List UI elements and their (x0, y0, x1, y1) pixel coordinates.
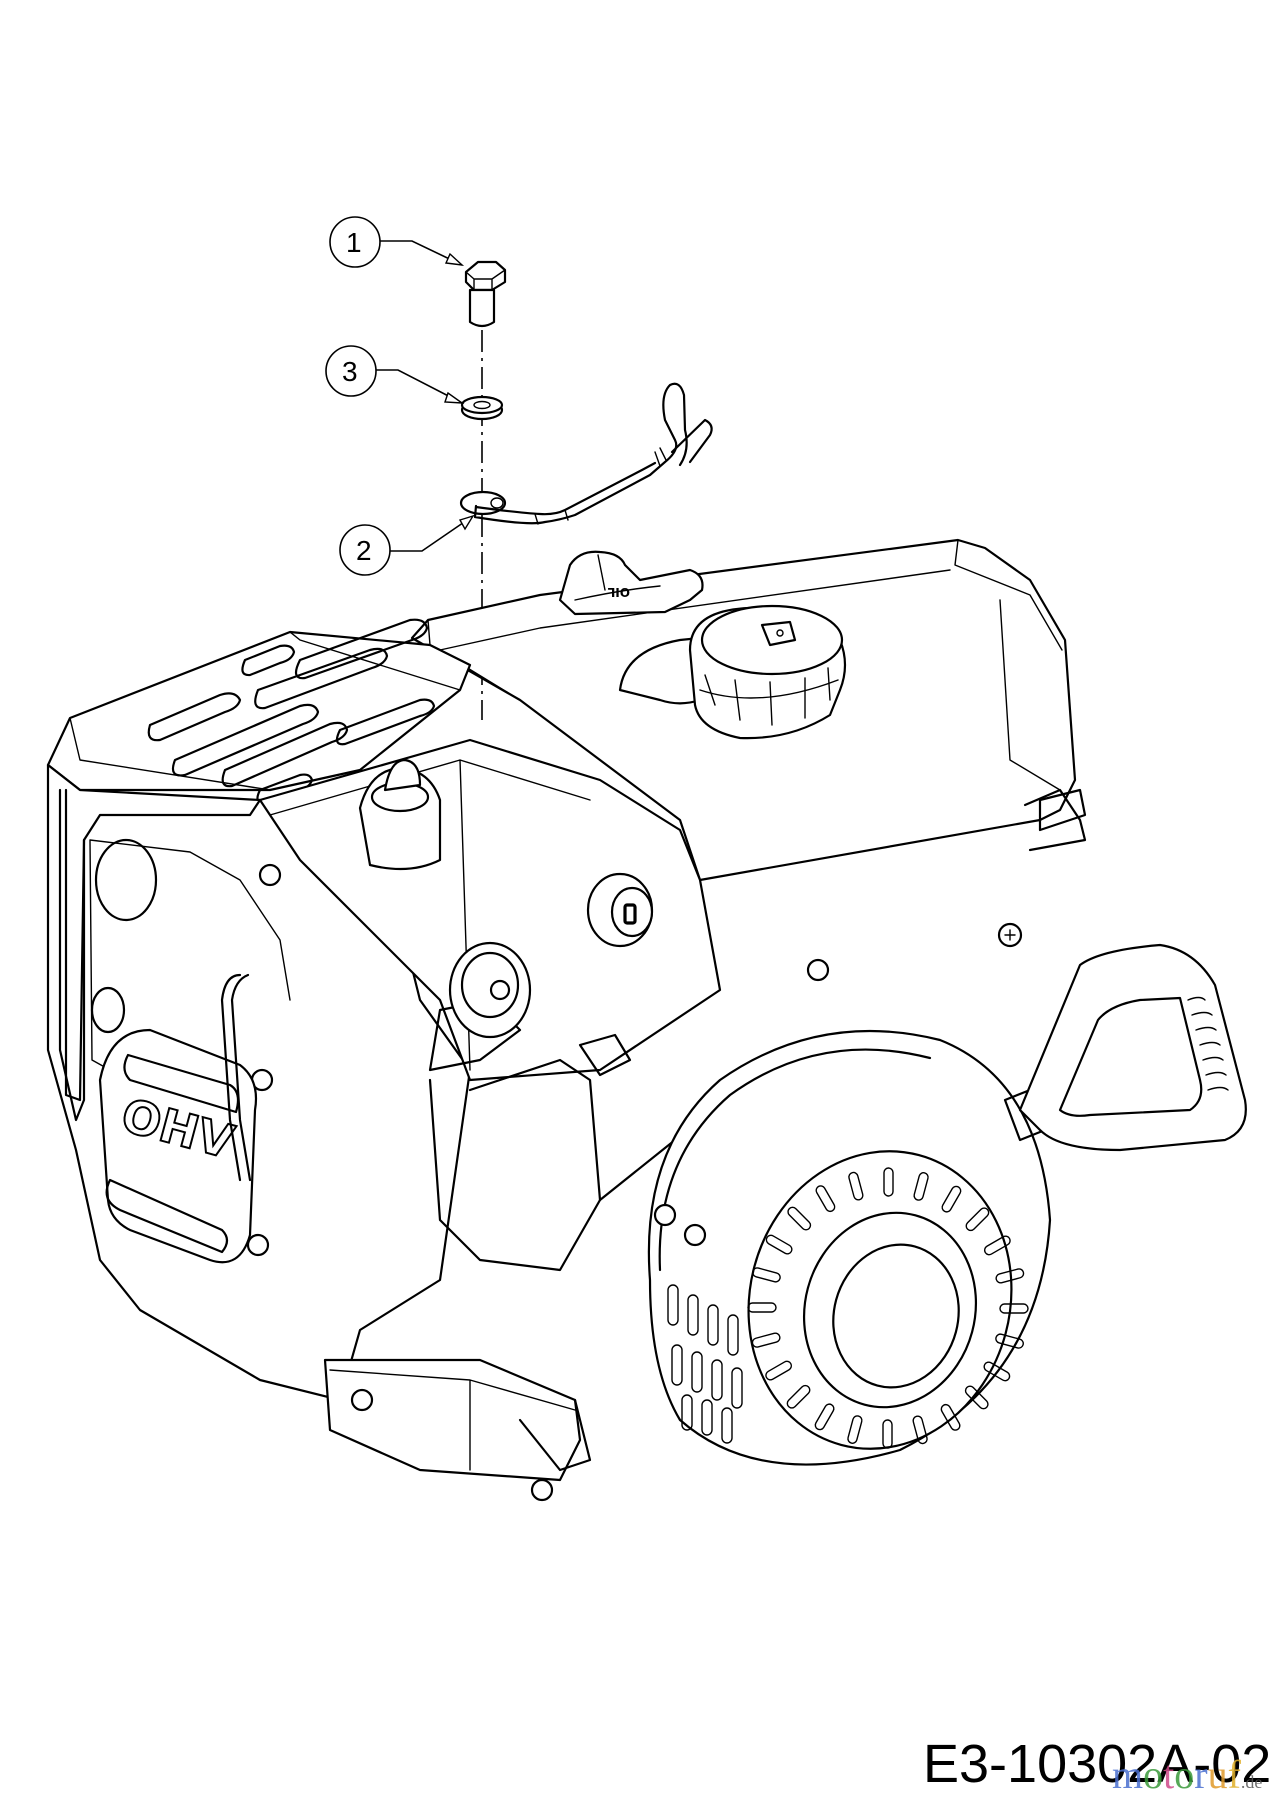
motoruf-watermark: motoruf.de (1112, 1755, 1262, 1795)
handle-grip-ribs (1187, 996, 1229, 1091)
watermark-letter: t (1163, 1752, 1175, 1797)
watermark-letter: o (1174, 1752, 1195, 1797)
engine-assembly: OIL (46, 538, 1247, 1502)
oil-label: OIL (607, 585, 630, 599)
spark-plug-boot (358, 758, 442, 871)
housing-side-slots (667, 1284, 743, 1444)
callout-1: 1 (329, 216, 465, 268)
cooling-slots (147, 618, 436, 805)
watermark-letter: f (1227, 1752, 1241, 1797)
callout-3-label: 3 (342, 356, 358, 387)
starter-vent-slots (667, 1167, 1029, 1449)
drawing-code: E3-10302A-02 (923, 1734, 1272, 1794)
hex-bolt-part (464, 260, 507, 328)
callout-1-label: 1 (346, 227, 362, 258)
fuel-cap (688, 604, 847, 740)
recoil-starter (647, 1029, 1052, 1466)
callout-3: 3 (325, 345, 465, 404)
cylinder-head (46, 618, 472, 805)
wire-bracket-part (459, 382, 713, 525)
watermark-letter: o (1143, 1752, 1164, 1797)
crankcase (258, 738, 722, 1272)
watermark-letter: r (1194, 1752, 1208, 1797)
callout-2: 2 (339, 514, 475, 576)
choke-knob (586, 872, 654, 948)
mounting-base (323, 1358, 592, 1502)
ohv-valve-cover: OHV (98, 1028, 258, 1264)
fuel-tank: OIL (410, 538, 1087, 982)
fuel-line (220, 973, 252, 1182)
callout-2-label: 2 (356, 535, 372, 566)
exploded-parts: 1 3 2 (325, 216, 713, 720)
watermark-letter: u (1207, 1752, 1228, 1797)
left-shroud (58, 788, 86, 1122)
spark-plug (448, 941, 532, 1039)
recoil-starter-handle (1003, 943, 1247, 1152)
watermark-tld: .de (1240, 1772, 1263, 1792)
watermark-letter: m (1112, 1752, 1144, 1797)
washer-part (460, 395, 504, 421)
